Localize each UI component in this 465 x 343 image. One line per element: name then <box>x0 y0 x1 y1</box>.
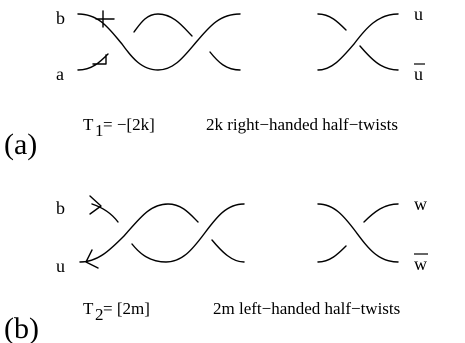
panel-a-description: 2k right−handed half−twists <box>206 115 398 134</box>
panel-b-strand-4b <box>363 203 399 223</box>
panel-a-strand-3a <box>317 13 347 31</box>
panel-b-label-w: w <box>414 194 427 214</box>
panel-b-strand-1b <box>211 239 245 263</box>
panel-b-label-b: b <box>56 198 65 218</box>
panel-a-strand-2c <box>209 51 241 71</box>
panel-b-label-u: u <box>56 256 65 276</box>
panel-b-arrow-bottom <box>85 249 99 269</box>
panel-a-arrow-top <box>95 10 115 28</box>
panel-a-strand-4 <box>317 13 399 71</box>
panel-b-formula-sub: 2 <box>95 305 104 324</box>
panel-a-part-label: (a) <box>4 128 37 161</box>
panel-a-arrow-bottom <box>92 54 107 65</box>
panel-b-description: 2m left−handed half−twists <box>213 299 400 318</box>
panel-a: b a u u T 1 = −[2k] 2k right−handed half… <box>4 4 425 161</box>
panel-b-strand-2a <box>91 203 119 223</box>
panel-a-formula-T: T <box>83 115 94 134</box>
panel-b-formula-T: T <box>83 299 94 318</box>
panel-a-label-u-bar: u <box>414 64 423 84</box>
panel-b-part-label: (b) <box>4 312 39 343</box>
panel-b-strand-4a <box>317 245 347 263</box>
panel-b-strand-2b <box>131 203 245 263</box>
panel-a-label-u: u <box>414 4 423 24</box>
panel-b: b u w w T 2 = [2m] 2m left−handed half−t… <box>4 194 428 343</box>
panel-b-strand-1 <box>79 203 199 263</box>
panel-b-formula-rest: = [2m] <box>103 299 150 318</box>
panel-b-arrow-top <box>89 195 102 215</box>
panel-a-strand-3b <box>359 45 399 71</box>
panel-a-strand-1 <box>77 13 241 71</box>
panel-a-strand-2b <box>133 13 193 37</box>
panel-a-strand-2a <box>77 53 109 71</box>
panel-a-formula-sub: 1 <box>95 121 104 140</box>
panel-b-label-w-bar: w <box>414 254 427 274</box>
panel-b-strand-3 <box>317 203 399 263</box>
panel-a-label-a: a <box>56 64 64 84</box>
panel-a-formula-rest: = −[2k] <box>103 115 155 134</box>
panel-a-label-b: b <box>56 8 65 28</box>
